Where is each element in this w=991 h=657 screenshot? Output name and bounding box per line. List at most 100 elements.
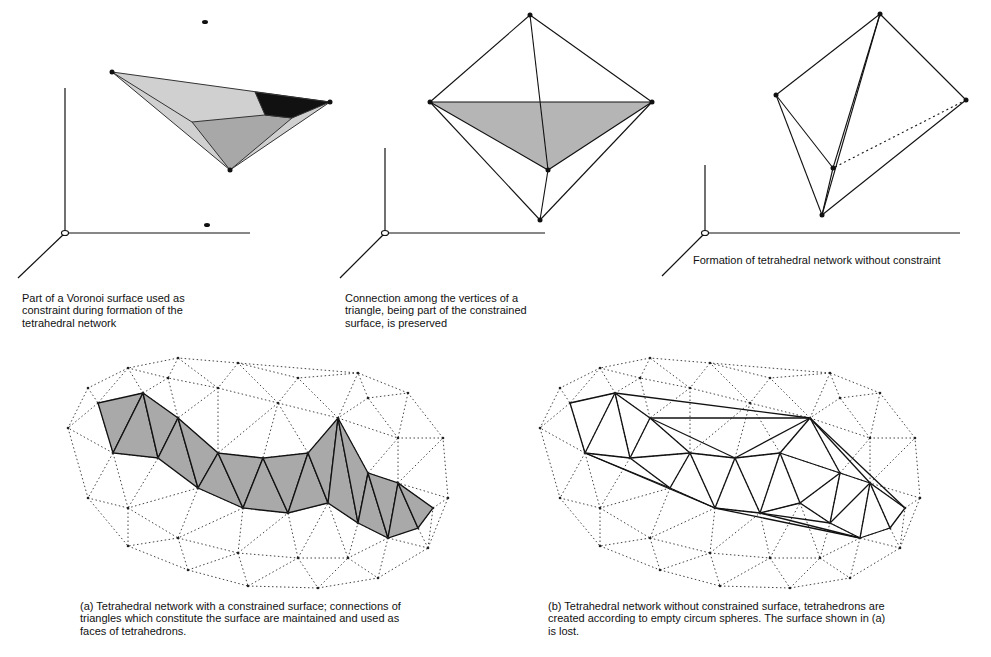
solid-edge <box>810 418 870 483</box>
dotted-edge <box>650 418 690 453</box>
point <box>110 70 115 75</box>
tetrahedral-network <box>880 14 966 100</box>
point <box>819 557 822 560</box>
point <box>914 437 917 440</box>
point <box>97 402 100 405</box>
dotted-edge <box>540 403 570 428</box>
solid-edge <box>760 453 780 513</box>
dotted-edge <box>540 358 920 588</box>
dotted-edge <box>760 453 780 513</box>
dotted-edge <box>630 418 650 458</box>
dotted-edge <box>750 403 810 418</box>
point <box>177 357 180 360</box>
point <box>820 213 825 218</box>
octahedron <box>430 15 530 102</box>
axes <box>340 148 545 278</box>
dotted-edge <box>88 498 128 546</box>
dotted-edge <box>288 513 298 558</box>
dotted-edge <box>368 438 398 473</box>
dotted-edge <box>750 378 770 403</box>
dotted-edge <box>585 453 600 508</box>
point <box>669 487 672 490</box>
point <box>217 452 220 455</box>
dotted-edge <box>348 538 388 558</box>
point <box>599 507 602 510</box>
dotted-edge <box>368 398 398 438</box>
point <box>559 387 562 390</box>
dotted-edge <box>378 538 388 578</box>
point <box>779 452 782 455</box>
point <box>774 12 969 218</box>
point <box>849 577 852 580</box>
dotted-edge <box>188 553 238 570</box>
tetrahedral-network <box>776 14 966 215</box>
solid-edge <box>650 418 735 458</box>
solid-edge <box>860 528 890 538</box>
tetrahedral-network <box>822 14 880 215</box>
point <box>307 452 310 455</box>
mesh <box>67 357 450 590</box>
point <box>639 377 642 380</box>
point <box>719 585 722 588</box>
dotted-edge <box>690 388 750 403</box>
dotted-edge <box>630 453 690 458</box>
dotted-edge <box>128 368 143 393</box>
point <box>829 522 832 525</box>
dotted-edge <box>710 363 830 373</box>
dotted-edge <box>178 508 243 538</box>
point <box>297 377 300 380</box>
voronoi-surface <box>255 92 330 118</box>
point <box>187 569 190 572</box>
dotted-edge <box>660 553 710 570</box>
axes <box>705 232 960 233</box>
dotted-edge <box>348 523 358 558</box>
dotted-edge <box>178 358 238 363</box>
dotted-edge <box>915 438 920 498</box>
point <box>367 397 370 400</box>
voronoi-surface <box>112 72 330 170</box>
dotted-edge <box>298 558 348 559</box>
dotted-edge <box>715 458 735 508</box>
dotted-edge <box>88 388 98 403</box>
dotted-edge <box>735 458 760 513</box>
dotted-edge <box>660 570 720 586</box>
dotted-edge <box>263 403 278 458</box>
dotted-edge <box>800 473 840 503</box>
tetrahedral-network <box>833 100 966 168</box>
dotted-edge <box>298 558 318 588</box>
point <box>157 457 160 460</box>
dotted-edge <box>238 363 358 373</box>
dotted-edge <box>870 393 880 438</box>
solid-edge <box>800 473 840 503</box>
dotted-edge <box>760 503 800 513</box>
point <box>357 522 360 525</box>
voronoi-surface <box>192 115 292 170</box>
point <box>387 537 390 540</box>
dotted-edge <box>820 538 860 558</box>
point <box>87 387 90 390</box>
dotted-edge <box>68 428 88 498</box>
tetrahedral-network <box>776 95 833 168</box>
point <box>904 507 907 510</box>
dotted-edge <box>650 388 690 418</box>
point <box>889 527 892 530</box>
dotted-edge <box>218 388 219 453</box>
point <box>447 497 450 500</box>
point <box>769 377 772 380</box>
point <box>759 512 762 515</box>
dotted-edge <box>128 538 178 546</box>
dotted-edge <box>238 363 298 378</box>
point <box>649 417 652 420</box>
dotted-edge <box>143 378 168 393</box>
dotted-edge <box>398 438 399 483</box>
solid-edge <box>735 418 810 458</box>
dotted-edge <box>570 393 615 403</box>
point <box>197 487 200 490</box>
dotted-edge <box>570 403 585 453</box>
point <box>377 577 380 580</box>
dotted-edge <box>358 373 408 393</box>
point <box>262 457 265 460</box>
dotted-edge <box>298 378 338 418</box>
dotted-edge <box>178 538 188 570</box>
point <box>799 502 802 505</box>
